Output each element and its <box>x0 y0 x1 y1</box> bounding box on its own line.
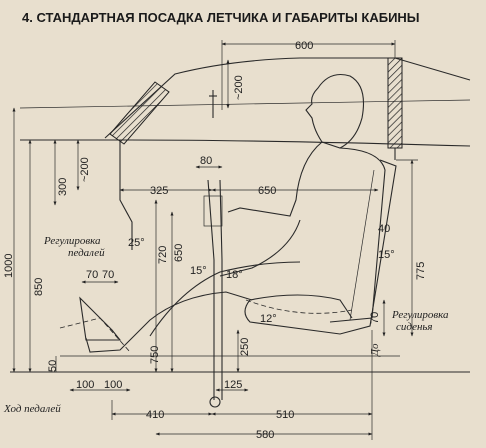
dim-325-label: 325 <box>150 185 168 197</box>
seat-adjust-label-2: сиденья <box>396 321 433 333</box>
dim-300-label: 300 <box>57 178 69 196</box>
dim-50-label: 50 <box>47 360 59 372</box>
dim-15a-label: 15° <box>190 265 207 277</box>
stick-grip <box>203 195 223 227</box>
dim-100b-label: 100 <box>104 379 122 391</box>
dim-40-label: 40 <box>378 223 390 235</box>
pedal-travel-label: Ход педалей <box>3 403 61 415</box>
dim-70a-label: 70 <box>86 269 98 281</box>
dim-1000-label: 1000 <box>3 254 15 278</box>
to-label: До <box>369 343 381 357</box>
dim-750-label: 750 <box>149 346 161 364</box>
pedal <box>79 296 122 341</box>
seat-cushion-dashed <box>245 299 353 314</box>
control-stick <box>207 179 223 400</box>
pedal-adjust-label-1: Регулировка <box>43 235 101 247</box>
dim-650v-label: 650 <box>173 244 185 262</box>
dim-80-label: 80 <box>200 155 212 167</box>
seat <box>244 159 397 335</box>
dim-650h-label: 650 <box>258 185 276 197</box>
instrument-panel <box>119 140 133 250</box>
dim-200a-label: ~200 <box>233 75 245 100</box>
dim-250-label: 250 <box>239 338 251 356</box>
seat-adjust-label-1: Регулировка <box>391 309 449 321</box>
dim-600-label: 600 <box>295 40 313 52</box>
pilot-figure <box>85 73 386 353</box>
dim-775-label: 775 <box>415 262 427 280</box>
dim-12-label: 12° <box>260 313 277 325</box>
seat-back-inner <box>349 169 375 321</box>
dim-70c-label: 70 <box>369 312 381 324</box>
dim-18-label: 18° <box>226 269 243 281</box>
dim-100a-label: 100 <box>76 379 94 391</box>
dim-125-label: 125 <box>224 379 242 391</box>
dim-580-label: 580 <box>256 429 274 441</box>
dim-25-label: 25° <box>128 237 145 249</box>
dim-850-label: 850 <box>33 278 45 296</box>
pedal-travel-dashed <box>59 317 131 353</box>
dim-510-label: 510 <box>276 409 294 421</box>
stick-pivot <box>209 396 221 408</box>
pedal-adjust-label-2: педалей <box>68 247 105 259</box>
dim-720-label: 720 <box>157 246 169 264</box>
rear-frame <box>387 57 403 149</box>
dim-200b-label: ~200 <box>79 157 91 182</box>
dim-70b-label: 70 <box>102 269 114 281</box>
dim-15b-label: 15° <box>378 249 395 261</box>
diagram-title: 4. СТАНДАРТНАЯ ПОСАДКА ЛЕТЧИКА И ГАБАРИТ… <box>22 10 420 25</box>
windshield-frame <box>109 81 170 145</box>
fuselage-top-line <box>20 139 471 147</box>
dim-410-label: 410 <box>146 409 164 421</box>
canopy-outline <box>104 57 471 139</box>
